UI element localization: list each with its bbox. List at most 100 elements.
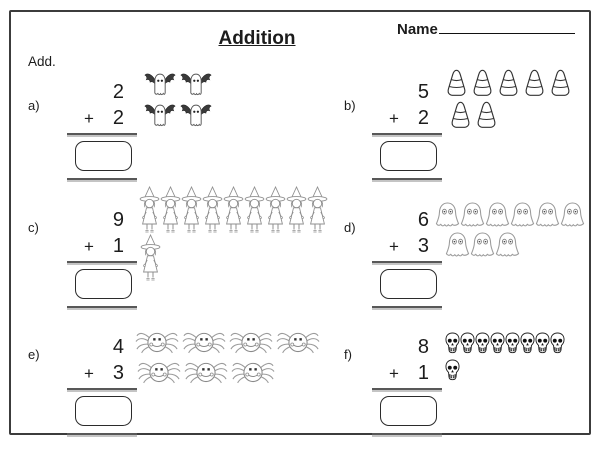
bottom-addend-row: + 3 xyxy=(372,234,442,258)
problem-b-label: b) xyxy=(344,98,356,113)
name-fill-line[interactable] xyxy=(438,18,575,34)
number-column: 8 + 1 xyxy=(372,335,442,435)
bottom-line xyxy=(372,433,442,435)
plus-sign: + xyxy=(389,364,399,383)
number-column: 9 + 1 xyxy=(67,208,137,308)
witch-icon xyxy=(244,186,265,234)
bottom-line xyxy=(67,433,137,435)
icon-area xyxy=(445,332,565,381)
problem-b: b) 5 + 2 xyxy=(344,68,600,186)
ghost-icon xyxy=(485,201,510,229)
ghost-icon xyxy=(435,201,460,229)
witch-icon xyxy=(202,186,223,234)
candy-corn-icon xyxy=(498,69,519,98)
answer-box-a[interactable] xyxy=(75,141,132,171)
bottom-addend-row: + 1 xyxy=(372,361,442,385)
sum-line xyxy=(67,261,137,263)
bottom-line xyxy=(67,178,137,180)
candy-corn-icon xyxy=(550,69,571,98)
bottom-line xyxy=(372,306,442,308)
instruction-text: Add. xyxy=(28,54,56,69)
icon-row-top xyxy=(435,201,585,229)
icon-row-bottom xyxy=(445,231,585,259)
plus-sign: + xyxy=(84,364,94,383)
problem-c-label: c) xyxy=(28,220,39,235)
skull-icon xyxy=(550,332,565,354)
problem-f-label: f) xyxy=(344,347,352,362)
icon-area xyxy=(139,186,328,282)
skull-icon xyxy=(445,359,460,381)
bat-ghost-icon xyxy=(180,70,212,99)
answer-box-c[interactable] xyxy=(75,269,132,299)
candy-corn-icon xyxy=(446,69,467,98)
icon-area xyxy=(435,201,585,259)
top-addend: 5 xyxy=(417,81,429,103)
bottom-addend: 3 xyxy=(112,362,124,384)
icon-row-bottom xyxy=(140,234,328,282)
plus-sign: + xyxy=(84,109,94,128)
witch-icon xyxy=(223,186,244,234)
spider-icon xyxy=(182,329,226,354)
icon-row-top xyxy=(446,69,576,98)
skull-icon xyxy=(505,332,520,354)
bottom-addend-row: + 1 xyxy=(67,234,137,258)
answer-box-f[interactable] xyxy=(380,396,437,426)
number-column: 6 + 3 xyxy=(372,208,442,308)
problem-a-label: a) xyxy=(28,98,40,113)
ghost-icon xyxy=(535,201,560,229)
ghost-icon xyxy=(470,231,495,259)
icon-row-top xyxy=(139,186,328,234)
answer-box-b[interactable] xyxy=(380,141,437,171)
top-addend: 4 xyxy=(112,336,124,358)
problem-d-label: d) xyxy=(344,220,356,235)
witch-icon xyxy=(181,186,202,234)
icon-row-bottom xyxy=(144,101,216,130)
icon-row-bottom xyxy=(445,359,565,381)
plus-sign: + xyxy=(389,237,399,256)
witch-icon xyxy=(140,234,161,282)
bottom-addend-row: + 3 xyxy=(67,361,137,385)
bottom-addend: 3 xyxy=(417,235,429,257)
sum-line xyxy=(372,261,442,263)
ghost-icon xyxy=(495,231,520,259)
sum-line xyxy=(372,388,442,390)
spider-icon xyxy=(135,329,179,354)
spider-icon xyxy=(276,329,320,354)
witch-icon xyxy=(139,186,160,234)
top-addend: 2 xyxy=(112,81,124,103)
bottom-addend-row: + 2 xyxy=(67,106,137,130)
problem-a: a) 2 + 2 xyxy=(28,68,318,186)
problem-e: e) 4 + 3 xyxy=(28,327,318,445)
icon-row-top xyxy=(135,329,323,354)
spider-icon xyxy=(229,329,273,354)
ghost-icon xyxy=(460,201,485,229)
icon-row-top xyxy=(144,70,216,99)
plus-sign: + xyxy=(389,109,399,128)
answer-box-e[interactable] xyxy=(75,396,132,426)
bat-ghost-icon xyxy=(180,101,212,130)
number-column: 4 + 3 xyxy=(67,335,137,435)
bottom-addend-row: + 2 xyxy=(372,106,442,130)
name-row: Name xyxy=(397,18,575,38)
number-column: 5 + 2 xyxy=(372,80,442,180)
skull-icon xyxy=(445,332,460,354)
icon-row-bottom xyxy=(450,101,576,130)
icon-area xyxy=(446,69,576,130)
ghost-icon xyxy=(510,201,535,229)
problem-d: d) 6 + 3 xyxy=(344,184,600,308)
problem-f: f) 8 + 1 xyxy=(344,327,600,445)
candy-corn-icon xyxy=(472,69,493,98)
sum-line xyxy=(67,133,137,135)
candy-corn-icon xyxy=(524,69,545,98)
icon-row-top xyxy=(445,332,565,354)
bottom-line xyxy=(67,306,137,308)
skull-icon xyxy=(460,332,475,354)
bat-ghost-icon xyxy=(144,70,176,99)
skull-icon xyxy=(475,332,490,354)
bottom-addend: 1 xyxy=(112,235,124,257)
answer-box-d[interactable] xyxy=(380,269,437,299)
spider-icon xyxy=(231,359,275,384)
top-addend: 9 xyxy=(112,209,124,231)
witch-icon xyxy=(160,186,181,234)
witch-icon xyxy=(265,186,286,234)
